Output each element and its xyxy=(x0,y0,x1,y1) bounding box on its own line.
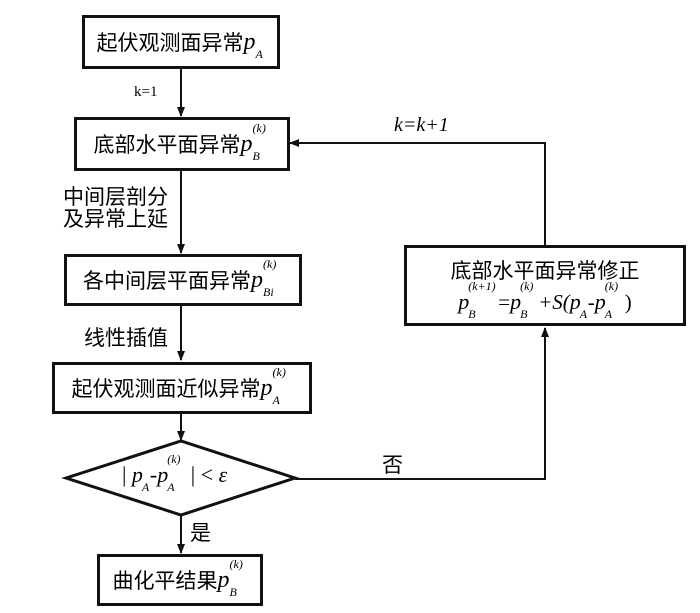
label-interpolation: 线性插值 xyxy=(84,326,168,350)
bottom-plane-node-symbol: p (k) B xyxy=(240,120,266,163)
label-k-increment: k=k+1 xyxy=(394,114,449,136)
result-node-symbol: p (k) B xyxy=(217,556,243,599)
layers-node: 各中间层平面异常 p (k) Bi xyxy=(64,254,302,306)
label-no: 否 xyxy=(382,453,403,477)
label-k-init: k=1 xyxy=(134,84,158,100)
result-node-text: 曲化平结果 xyxy=(112,569,218,593)
result-node: 曲化平结果 p (k) B xyxy=(97,554,263,606)
correction-node-title: 底部水平面异常修正 xyxy=(450,258,640,283)
decision-diamond xyxy=(61,439,300,517)
layers-node-symbol: p (k) Bi xyxy=(251,256,277,299)
approx-node-symbol: p (k) A xyxy=(260,364,286,407)
bottom-plane-node-text: 底部水平面异常 xyxy=(93,133,241,157)
bottom-plane-node: 底部水平面异常 p (k) B xyxy=(74,117,290,171)
approx-node: 起伏观测面近似异常 p (k) A xyxy=(52,362,312,414)
start-node-symbol: p A xyxy=(243,28,263,61)
approx-node-text: 起伏观测面近似异常 xyxy=(71,377,261,401)
arrow-correction-to-bottom xyxy=(289,139,546,245)
label-layer-continuation: 中间层剖分 及异常上延 xyxy=(63,185,168,231)
arrow-decision-no-to-correction xyxy=(295,327,549,480)
start-node: 起伏观测面异常 p A xyxy=(82,15,280,69)
label-yes: 是 xyxy=(190,521,211,545)
start-node-text: 起伏观测面异常 xyxy=(96,31,244,55)
layers-node-text: 各中间层平面异常 xyxy=(83,269,251,293)
